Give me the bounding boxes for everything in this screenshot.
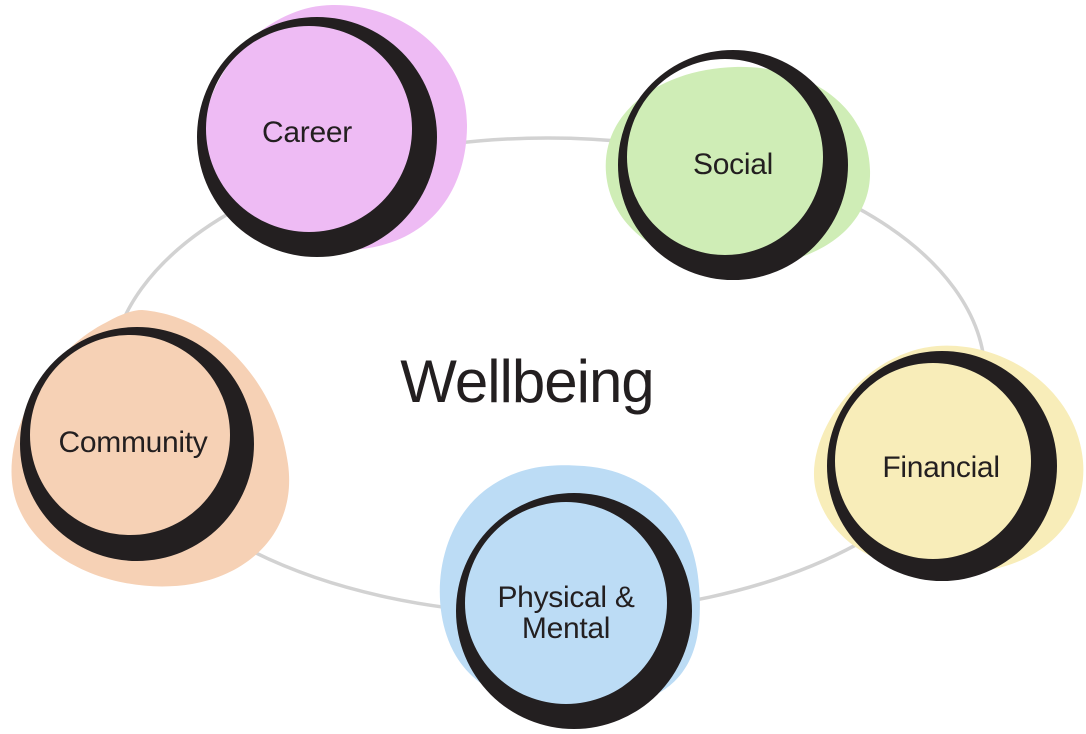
- social-label: Social: [693, 148, 773, 181]
- community-label: Community: [59, 426, 208, 459]
- career-label: Career: [262, 116, 352, 149]
- physical-mental-label-line2: Mental: [522, 612, 610, 645]
- node-physical-mental: Physical & Mental: [439, 465, 700, 729]
- node-social: Social: [605, 49, 871, 281]
- financial-label: Financial: [882, 451, 999, 484]
- node-financial: Financial: [813, 345, 1084, 582]
- node-community: Community: [11, 310, 290, 587]
- physical-mental-label-line1: Physical &: [497, 581, 634, 614]
- node-career: Career: [197, 4, 467, 257]
- diagram-title: Wellbeing: [400, 348, 653, 415]
